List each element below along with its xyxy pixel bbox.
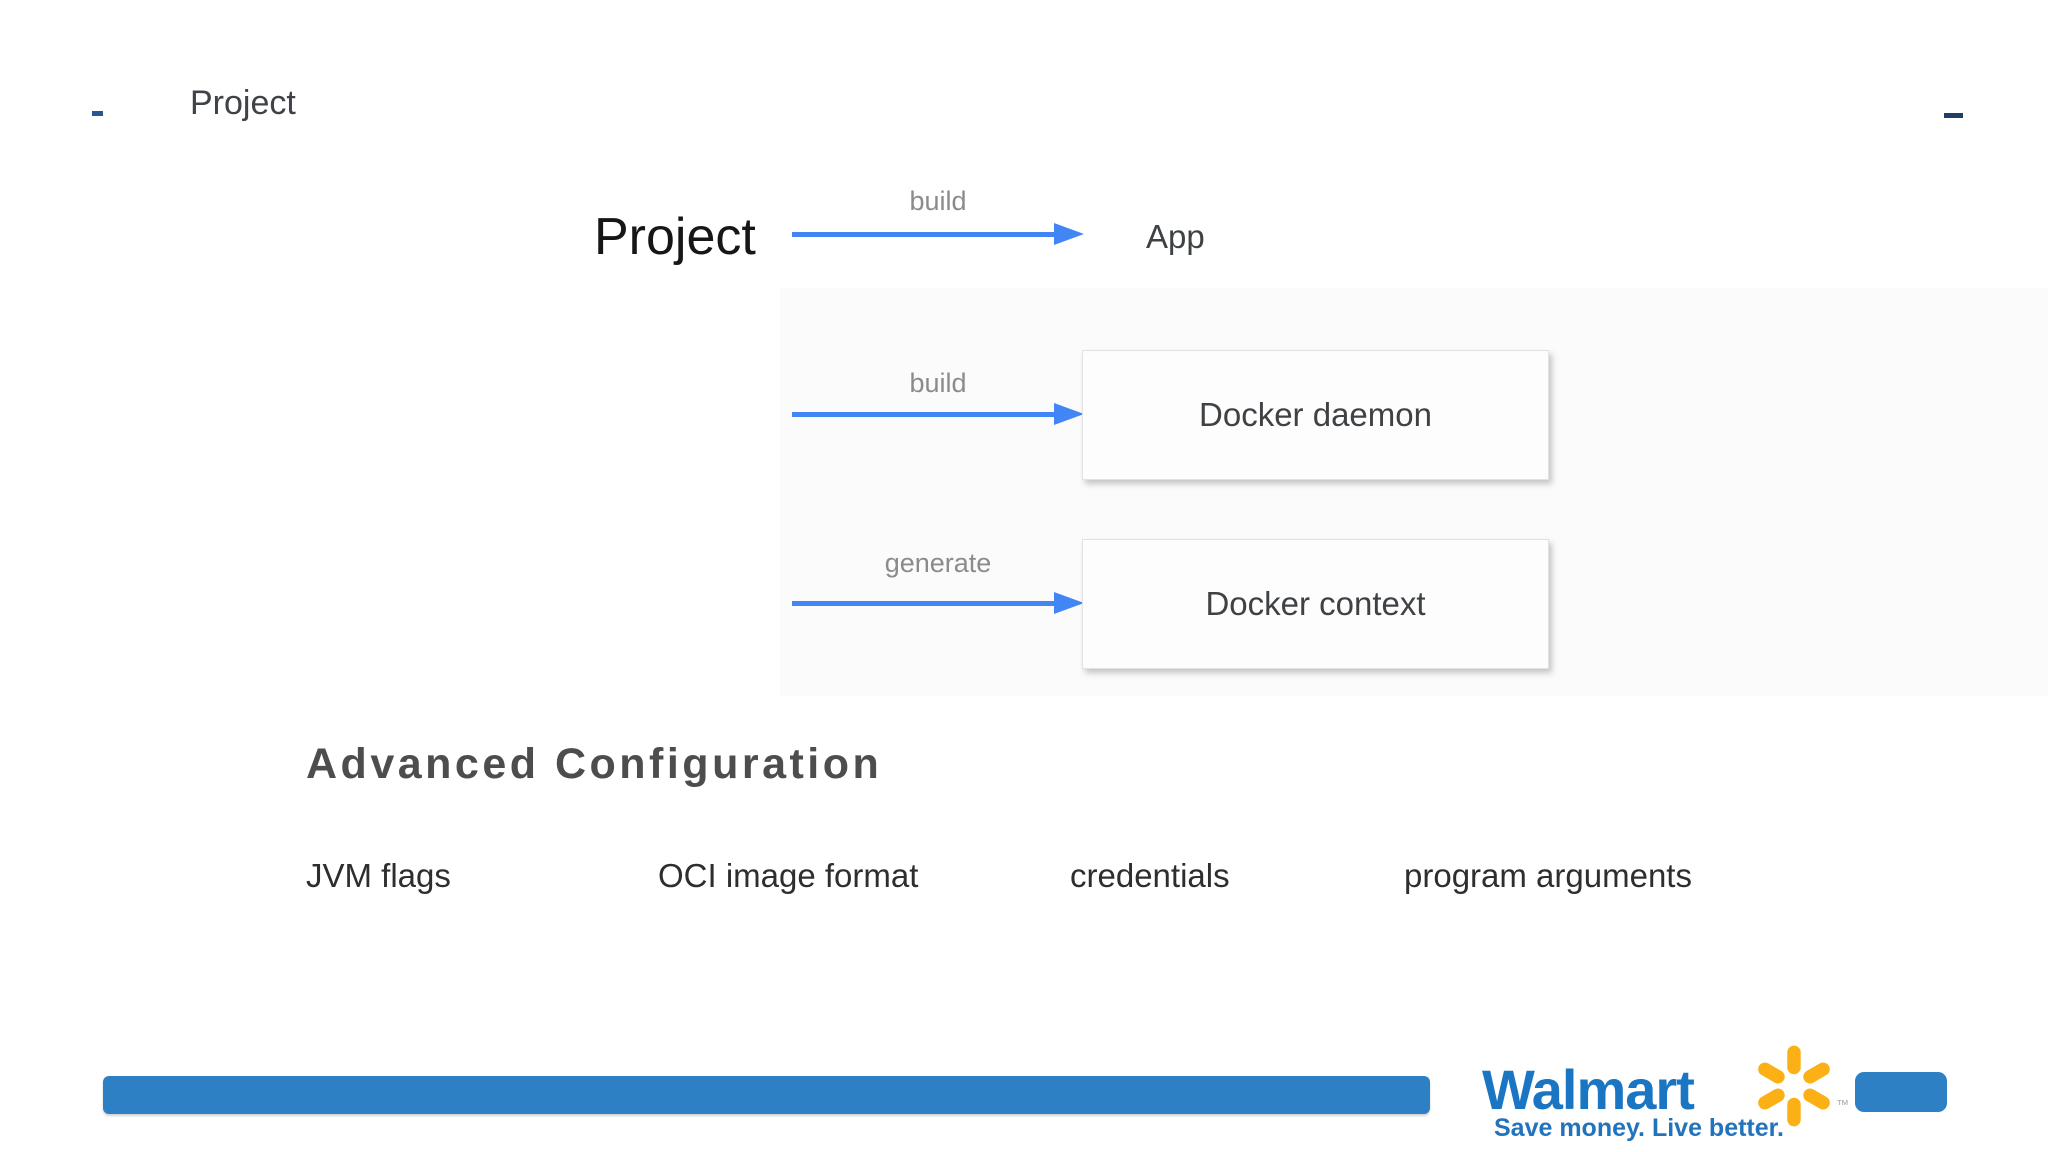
arrow-line: [792, 232, 1056, 237]
edge-label-generate-context: generate: [884, 548, 992, 578]
arrow-head-icon: [1054, 592, 1084, 614]
edge-label-build-daemon: build: [909, 368, 967, 398]
feature-item-credentials: credentials: [1070, 857, 1230, 894]
slide-edge-mark-left: [92, 111, 103, 116]
walmart-spark-icon: [1758, 1045, 1830, 1127]
feature-item-program-arguments: program arguments: [1404, 857, 1692, 894]
section-heading: Advanced Configuration: [306, 740, 883, 788]
project-node-label: Project: [594, 208, 756, 266]
docker-context-box: Docker context: [1082, 539, 1549, 669]
feature-item-oci-image-format: OCI image format: [658, 857, 919, 894]
arrow-line: [792, 412, 1056, 417]
app-node-label: App: [1146, 218, 1205, 255]
docker-context-label: Docker context: [1205, 585, 1426, 622]
docker-daemon-label: Docker daemon: [1199, 396, 1432, 433]
arrow-generate-context: [792, 592, 1084, 614]
walmart-tagline: Save money. Live better.: [1494, 1114, 1784, 1142]
arrow-line: [792, 601, 1056, 606]
walmart-wordmark: Walmart: [1482, 1058, 1695, 1121]
arrow-head-icon: [1054, 223, 1084, 245]
edge-label-build-app: build: [909, 186, 967, 216]
slide-edge-mark-right: [1944, 113, 1963, 118]
docker-daemon-box: Docker daemon: [1082, 350, 1549, 480]
footer-bar: [103, 1076, 1430, 1114]
walmart-trademark: ™: [1836, 1097, 1849, 1112]
page-title: Project: [190, 84, 296, 122]
feature-item-jvm-flags: JVM flags: [306, 857, 451, 894]
footer-bar-small: [1855, 1072, 1947, 1112]
arrow-build-daemon: [792, 403, 1084, 425]
arrow-build-app: [792, 223, 1084, 245]
arrow-head-icon: [1054, 403, 1084, 425]
